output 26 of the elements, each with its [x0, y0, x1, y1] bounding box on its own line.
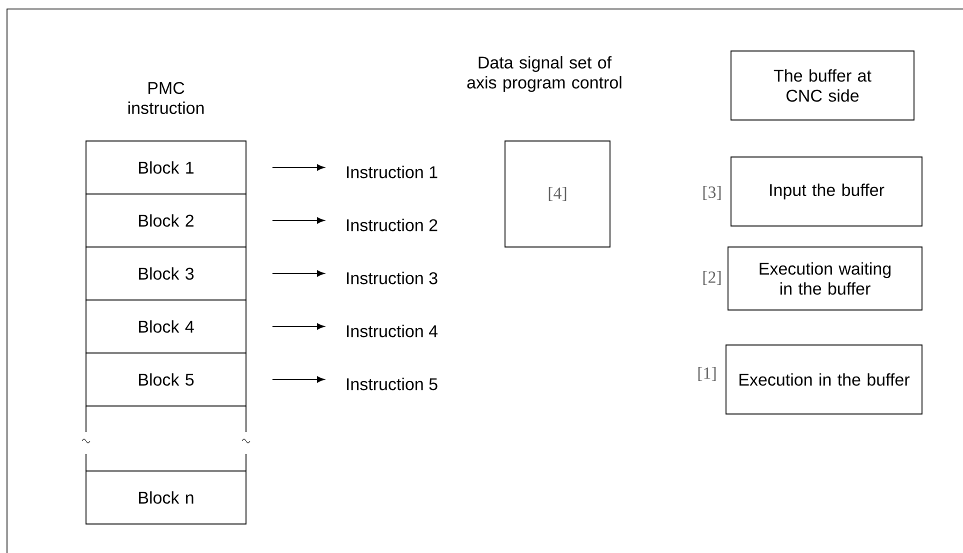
arrow	[272, 323, 325, 330]
block-box: Block 2	[86, 194, 246, 248]
instruction-text: Instruction 2	[347, 218, 438, 232]
block-box: Block 3	[86, 246, 246, 300]
instruction-text: Instruction 1	[347, 166, 438, 178]
block-box: Block n	[86, 470, 246, 524]
block-box: Block 1	[86, 140, 246, 194]
buffer-box: The buffer at CNC side	[730, 50, 914, 120]
buffer-box: Execution waiting in the buffer	[728, 246, 922, 310]
signal-box: [4]	[504, 140, 610, 248]
arrow	[272, 164, 325, 171]
instruction-text: Instruction 5	[347, 378, 438, 390]
buffer-box: Execution in the buffer	[726, 344, 922, 414]
box-heading: Data signal set of axis program control	[467, 56, 622, 92]
block-box: Block 4	[86, 300, 246, 354]
arrow	[272, 270, 325, 277]
column-heading: PMC instruction	[128, 82, 204, 114]
block-box: Block 5	[86, 352, 246, 406]
callout-number: [2]	[703, 270, 721, 286]
arrow	[272, 217, 325, 224]
instruction-text: Instruction 3	[347, 272, 438, 284]
arrow	[272, 376, 325, 383]
callout-number: [3]	[703, 186, 721, 200]
callout-number: [1]	[698, 366, 716, 382]
instruction-text: Instruction 4	[347, 324, 438, 338]
buffer-box: Input the buffer	[730, 156, 922, 226]
